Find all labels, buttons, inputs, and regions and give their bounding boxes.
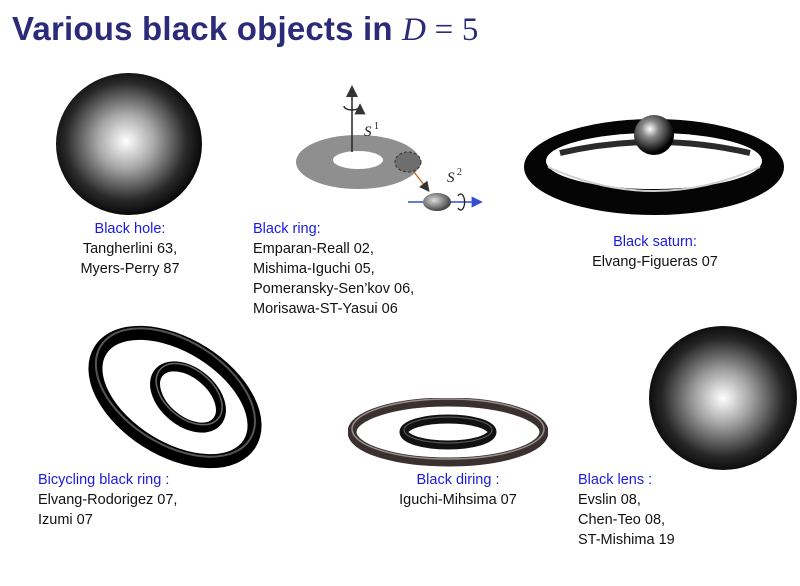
caption-heading: Black hole: — [94, 221, 166, 237]
caption-ref: Evslin 08, — [578, 492, 641, 508]
caption-ref: Izumi 07 — [38, 512, 93, 528]
s1-label: S — [364, 124, 372, 140]
caption-ref: Elvang-Figueras 07 — [592, 254, 718, 270]
caption-ref: Iguchi-Mihsima 07 — [399, 492, 517, 508]
caption-heading: Black ring: — [253, 221, 321, 237]
bicycling-black-ring-image — [78, 322, 273, 472]
caption-ref: Pomeransky-Sen’kov 06, — [253, 281, 415, 297]
caption-heading: Black diring : — [416, 472, 500, 488]
caption-heading: Bicycling black ring : — [38, 472, 170, 488]
caption-ref: Morisawa-ST-Yasui 06 — [253, 301, 398, 317]
caption-ref: ST-Mishima 19 — [578, 532, 675, 548]
caption-black-ring: Black ring: Emparan-Reall 02, Mishima-Ig… — [253, 219, 473, 319]
caption-black-hole: Black hole: Tangherlini 63, Myers-Perry … — [60, 219, 200, 279]
caption-black-diring: Black diring : Iguchi-Mihsima 07 — [358, 470, 558, 510]
caption-black-lens: Black lens : Evslin 08, Chen-Teo 08, ST-… — [578, 470, 778, 550]
caption-ref: Tangherlini 63, — [82, 241, 178, 257]
title-eq: = 5 — [426, 12, 479, 48]
black-ring-diagram: S 1 S 2 — [290, 80, 490, 220]
s2-label: S — [447, 170, 455, 186]
caption-ref: Elvang-Rodorigez 07, — [38, 492, 178, 508]
page-title: Various black objects in D = 5 — [12, 10, 479, 49]
s1-sup: 1 — [374, 121, 379, 132]
black-hole-image — [54, 72, 204, 217]
black-diring-image — [348, 398, 548, 470]
caption-ref: Chen-Teo 08, — [578, 512, 666, 528]
title-text: Various black objects in — [12, 10, 393, 47]
s2-sup: 2 — [457, 167, 462, 178]
caption-ref: Myers-Perry 87 — [80, 261, 180, 277]
title-var: D — [402, 12, 427, 48]
black-saturn-image — [520, 105, 790, 225]
caption-bicycling-black-ring: Bicycling black ring : Elvang-Rodorigez … — [38, 470, 258, 530]
caption-heading: Black lens : — [578, 472, 653, 488]
caption-ref: Emparan-Reall 02, — [253, 241, 374, 257]
caption-heading: Black saturn: — [613, 234, 697, 250]
black-lens-image — [648, 326, 798, 471]
caption-black-saturn: Black saturn: Elvang-Figueras 07 — [555, 232, 755, 272]
caption-ref: Mishima-Iguchi 05, — [253, 261, 375, 277]
title-math: D = 5 — [402, 12, 478, 48]
